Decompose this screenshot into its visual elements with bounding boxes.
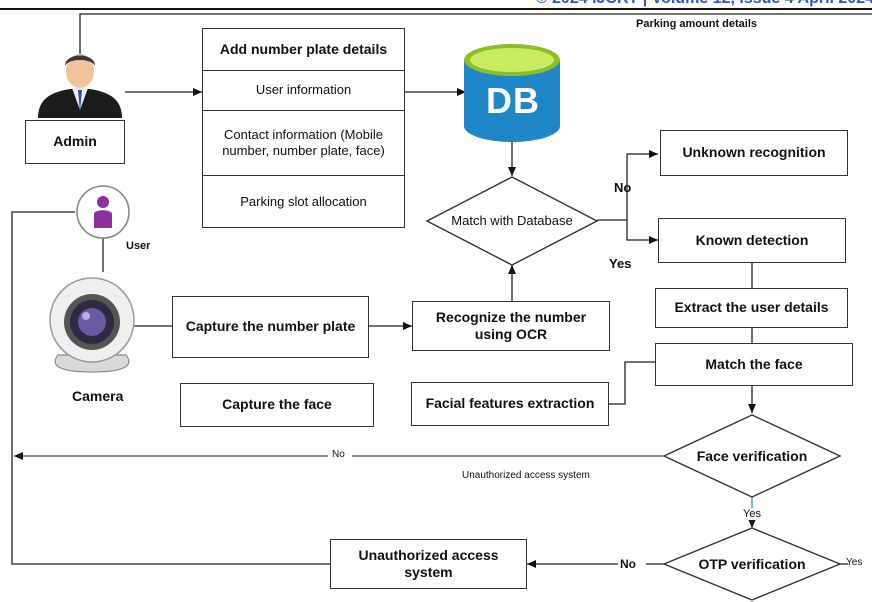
match-db-diamond (425, 176, 599, 266)
header-strip: © 2024 IJCRT | Volume 12, Issue 4 April … (0, 0, 872, 9)
admin-details-stack: Add number plate details User informatio… (202, 28, 405, 228)
webcam-icon (49, 277, 135, 373)
user-person-icon (76, 185, 130, 239)
unauthorized-note-label: Unauthorized access system (462, 470, 590, 481)
db-label: DB (486, 80, 540, 121)
face-verification-text: Face verification (696, 448, 808, 464)
face-verification-diamond (662, 414, 842, 498)
known-detection-box: Known detection (658, 218, 846, 263)
capture-plate-box: Capture the number plate (172, 296, 369, 358)
edge-label-no-face: No (331, 449, 346, 460)
add-number-plate-item: Add number plate details (203, 29, 404, 71)
parking-slot-item: Parking slot allocation (240, 194, 367, 210)
contact-information-item: Contact information (Mobile number, numb… (203, 111, 404, 176)
match-db-text: Match with Database (451, 213, 573, 228)
unauthorized-access-box: Unauthorized access system (330, 539, 527, 589)
unknown-recognition-box: Unknown recognition (660, 130, 848, 176)
admin-person-icon (38, 54, 122, 118)
database-icon (464, 44, 560, 142)
otp-verification-diamond (662, 527, 842, 601)
capture-face-box: Capture the face (180, 383, 374, 427)
header-text: © 2024 IJCRT | Volume 12, Issue 4 April … (536, 0, 872, 8)
parking-amount-label: Parking amount details (636, 18, 758, 30)
recognize-ocr-box: Recognize the number using OCR (412, 301, 610, 351)
otp-verification-text: OTP verification (698, 556, 806, 572)
user-label: User (126, 240, 151, 252)
user-information-item: User information (203, 71, 404, 111)
edge-label-yes-known: Yes (609, 256, 632, 271)
admin-box: Admin (25, 120, 125, 164)
match-face-box: Match the face (655, 343, 853, 386)
edge-label-no-unknown: No (614, 180, 632, 195)
edge-label-no-otp: No (620, 557, 636, 571)
edge-label-yes-otp: Yes (846, 557, 863, 568)
extract-user-box: Extract the user details (655, 288, 848, 328)
camera-label: Camera (72, 388, 124, 404)
facial-features-box: Facial features extraction (411, 382, 609, 426)
edge-label-yes-face: Yes (743, 508, 761, 520)
